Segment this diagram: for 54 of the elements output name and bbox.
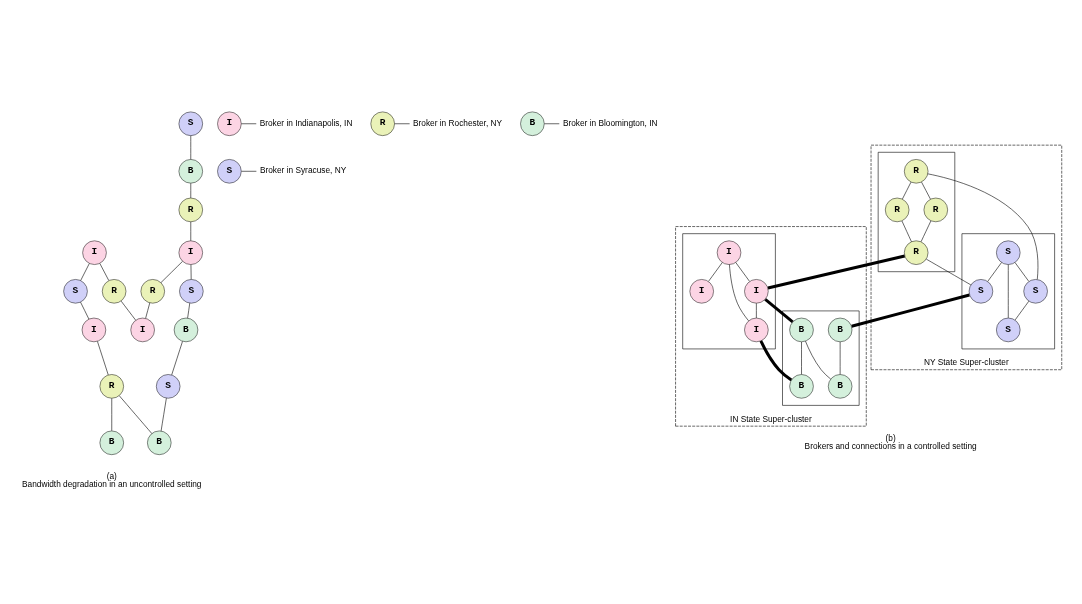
node-circle: I (716, 240, 742, 265)
connector (764, 298, 794, 324)
node-circle: B (173, 317, 199, 343)
node-circle: S (178, 111, 203, 136)
node-circle: B (789, 374, 814, 399)
label: (b) (885, 432, 896, 443)
node-circle: I (217, 111, 242, 136)
node-circle: R (140, 279, 165, 304)
node-circle: R (904, 240, 929, 265)
node-circle: I (689, 279, 714, 304)
node-text: Broker in Syracuse, NY (259, 165, 347, 176)
node-circle: R (370, 111, 395, 136)
node-text: Broker in Rochester, NY (413, 117, 503, 128)
node-circle: R (923, 197, 948, 223)
node-circle: B (178, 159, 203, 184)
node-text: Broker in Bloomington, IN (562, 117, 658, 128)
node-circle: R (178, 197, 203, 223)
node-circle: B (99, 430, 124, 455)
connector (759, 340, 793, 382)
node-circle: S (996, 240, 1021, 265)
node-circle: S (996, 317, 1021, 343)
cluster (961, 233, 1055, 350)
label: (a) (106, 470, 117, 481)
cluster (682, 233, 776, 350)
cluster (877, 152, 956, 272)
connector (927, 173, 1039, 280)
node-circle: R (904, 159, 929, 184)
node-circle: I (744, 279, 769, 304)
label: Brokers and connections in a controlled setting (804, 441, 977, 452)
node-circle: S (217, 159, 242, 184)
cluster (782, 310, 860, 406)
connector (851, 293, 970, 328)
node-circle: I (81, 317, 107, 343)
node-circle: S (1023, 279, 1048, 304)
label: Bandwidth degradation in an uncontrolled setting (22, 479, 202, 490)
node-circle: R (102, 279, 127, 304)
node-circle: I (744, 317, 769, 343)
node-circle: S (63, 279, 88, 304)
node-circle: R (885, 197, 910, 223)
node-circle: S (179, 279, 204, 304)
node-circle: B (789, 317, 814, 343)
connector (926, 258, 972, 286)
node-circle: B (828, 317, 853, 343)
node-circle: B (520, 111, 545, 136)
node-circle: I (178, 240, 203, 265)
node-circle: R (99, 374, 124, 399)
node-circle: I (130, 317, 155, 343)
node-circle: S (968, 279, 994, 304)
connector (767, 254, 906, 290)
node-circle: B (828, 374, 853, 399)
node-circle: B (147, 430, 172, 455)
node-text: Broker in Indianapolis, IN (259, 117, 353, 128)
node-circle: I (82, 240, 107, 265)
node-circle: S (156, 374, 181, 399)
